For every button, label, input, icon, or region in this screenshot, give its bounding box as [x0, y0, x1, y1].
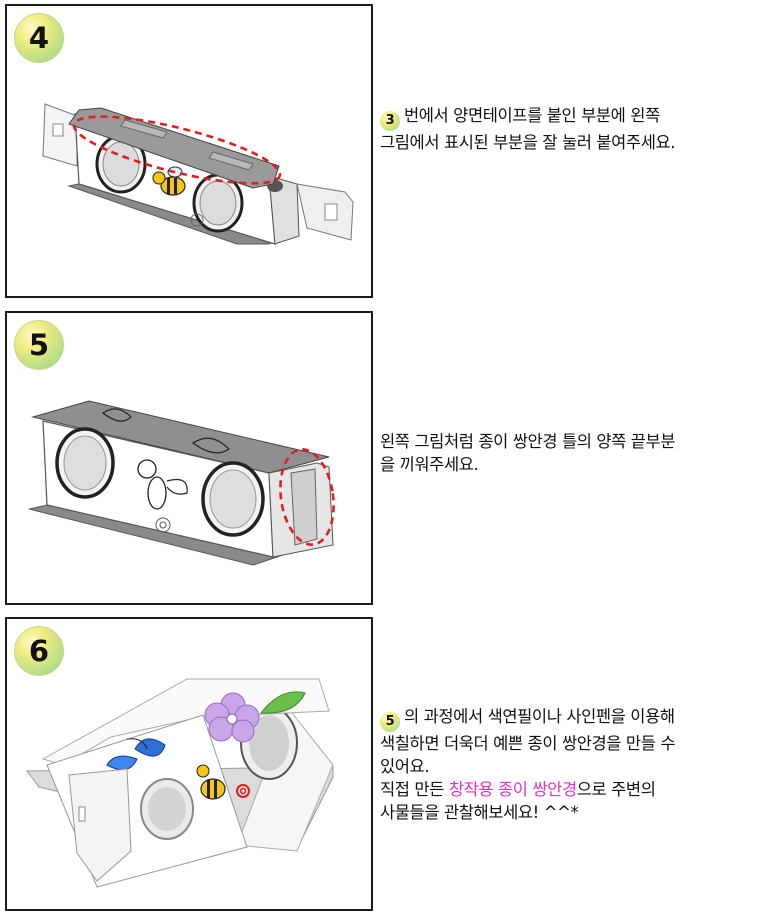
highlight-text: 창작용 종이 쌍안경	[448, 780, 577, 799]
step-5-illustration	[28, 400, 335, 566]
step-number-badge: 5	[14, 320, 64, 370]
step-4-panel: 4	[5, 4, 373, 298]
step-number: 5	[28, 328, 50, 362]
step-6-panel: 6	[5, 617, 373, 911]
instruction-line: 왼쪽 그림처럼 종이 쌍안경 틀의 양쪽 끝부분	[380, 432, 676, 451]
instruction-line: 을 끼워주세요.	[380, 455, 479, 474]
step-number-badge: 6	[14, 626, 64, 676]
flower-icon	[204, 691, 306, 743]
instruction-line: 사물들을 관찰해보세요! ^^*	[380, 803, 579, 822]
bee-icon	[196, 764, 226, 800]
step-number: 6	[28, 634, 50, 668]
bee-icon	[152, 166, 186, 196]
step-number-badge: 4	[14, 13, 64, 63]
instruction-line: 그림에서 표시된 부분을 잘 눌러 붙여주세요.	[380, 133, 676, 152]
dashed-highlight-marker	[279, 448, 335, 546]
step-4-illustration	[42, 103, 354, 245]
dashed-highlight-marker	[72, 115, 282, 185]
butterfly-icon	[106, 738, 166, 771]
instruction-line: 직접 만든 창작용 종이 쌍안경으로 주변의	[380, 778, 752, 801]
reference-step-badge: 3	[380, 111, 400, 131]
step-6-illustration	[26, 678, 334, 888]
instruction-line: 색칠하면 더욱더 예쁜 종이 쌍안경을 만들 수	[380, 734, 676, 753]
instruction-line: 있어요.	[380, 757, 430, 776]
line-suffix: 으로 주변의	[576, 780, 656, 799]
instruction-line: 번에서 양면테이프를 붙인 부분에 왼쪽	[404, 106, 660, 125]
instruction-line: 의 과정에서 색연필이나 사인펜을 이용해	[404, 707, 675, 726]
bee-icon	[137, 459, 188, 510]
step-5-text: 왼쪽 그림처럼 종이 쌍안경 틀의 양쪽 끝부분 을 끼워주세요.	[380, 430, 752, 476]
step-number: 4	[28, 21, 50, 55]
step-5-panel: 5	[5, 311, 373, 605]
reference-step-badge: 5	[380, 712, 400, 732]
line-prefix: 직접 만든	[380, 780, 449, 799]
